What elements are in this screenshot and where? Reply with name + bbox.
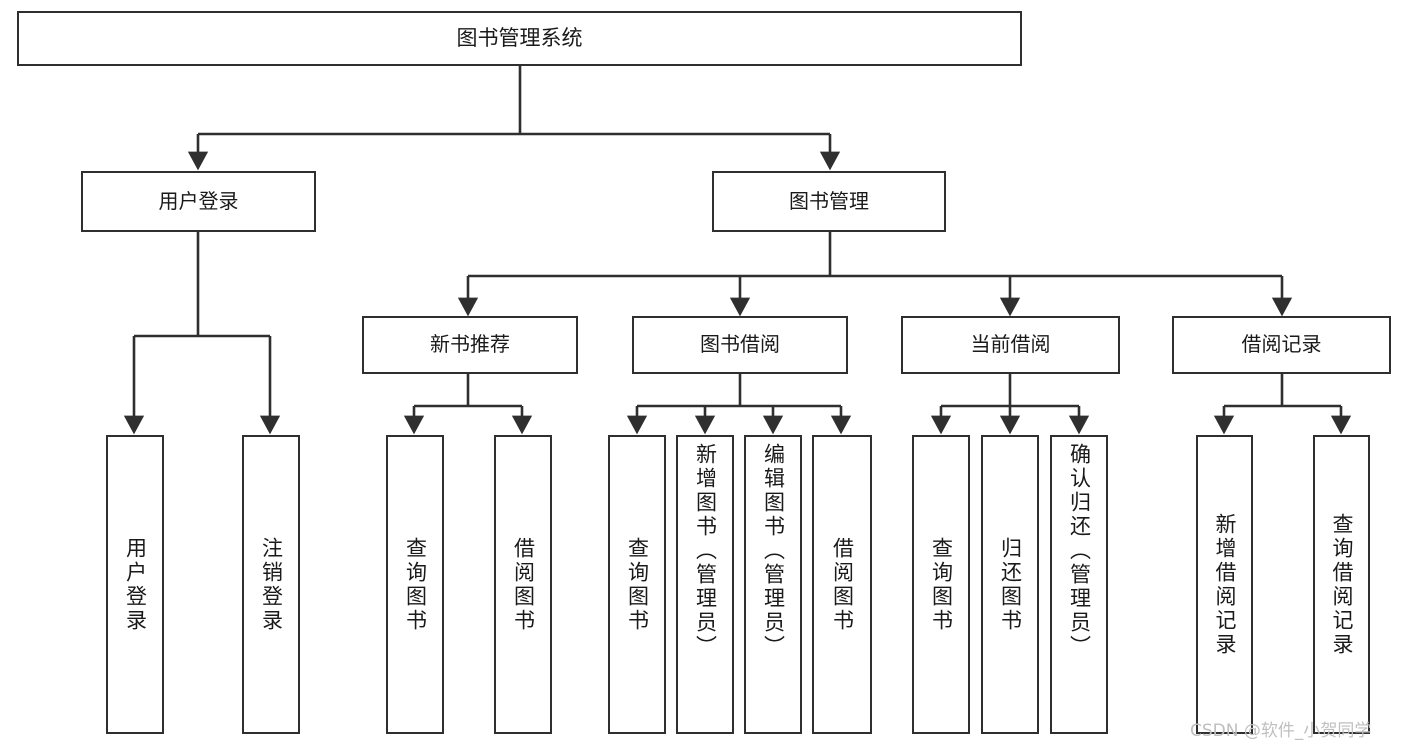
node-borrow-record[interactable]: 借阅记录 [1172,316,1391,374]
leaf-confirm-return-admin[interactable]: 确认归还（管理员） [1050,435,1108,734]
node-label: 查询图书 [625,536,650,633]
node-root-book-management-system[interactable]: 图书管理系统 [17,11,1022,66]
node-current-borrow[interactable]: 当前借阅 [901,316,1120,374]
node-label: 查询图书 [929,536,954,633]
node-label: 借阅记录 [1241,332,1322,357]
node-label: 归还图书 [998,536,1023,633]
node-label: 新增借阅记录 [1213,512,1237,657]
leaf-borrow-book[interactable]: 借阅图书 [812,435,872,734]
leaf-query-book-borrow[interactable]: 查询图书 [608,435,666,734]
node-label: 查询图书 [403,536,428,633]
leaf-query-borrow-record[interactable]: 查询借阅记录 [1313,435,1370,734]
node-label: 图书管理系统 [456,26,583,51]
node-book-management[interactable]: 图书管理 [712,171,946,232]
node-label: 新书推荐 [430,332,510,357]
node-user-login[interactable]: 用户登录 [81,171,316,232]
leaf-logout-login[interactable]: 注销登录 [242,435,300,734]
node-label: 用户登录 [123,536,148,633]
node-label: 借阅图书 [511,536,536,633]
node-new-book-recommendation[interactable]: 新书推荐 [362,316,578,374]
leaf-edit-book-admin[interactable]: 编辑图书（管理员） [744,435,802,734]
node-label: 借阅图书 [830,536,855,633]
leaf-return-book[interactable]: 归还图书 [981,435,1039,734]
node-label: 编辑图书（管理员） [761,443,786,659]
leaf-query-book-current[interactable]: 查询图书 [912,435,970,734]
leaf-user-login[interactable]: 用户登录 [106,435,164,734]
node-book-borrow[interactable]: 图书借阅 [632,316,848,374]
node-label: 确认归还（管理员） [1067,443,1092,659]
node-label: 用户登录 [158,188,239,213]
csdn-watermark: CSDN @软件_小贺同学 [1190,721,1372,741]
node-label: 新增图书（管理员） [693,443,718,659]
leaf-query-book-recommendation[interactable]: 查询图书 [386,435,444,734]
leaf-add-borrow-record[interactable]: 新增借阅记录 [1196,435,1253,734]
leaf-borrow-book-recommendation[interactable]: 借阅图书 [494,435,552,734]
node-label: 查询借阅记录 [1330,512,1354,657]
node-label: 当前借阅 [970,332,1051,357]
node-label: 图书借阅 [700,332,780,357]
leaf-add-book-admin[interactable]: 新增图书（管理员） [676,435,734,734]
node-label: 图书管理 [789,188,869,213]
node-label: 注销登录 [259,536,284,633]
